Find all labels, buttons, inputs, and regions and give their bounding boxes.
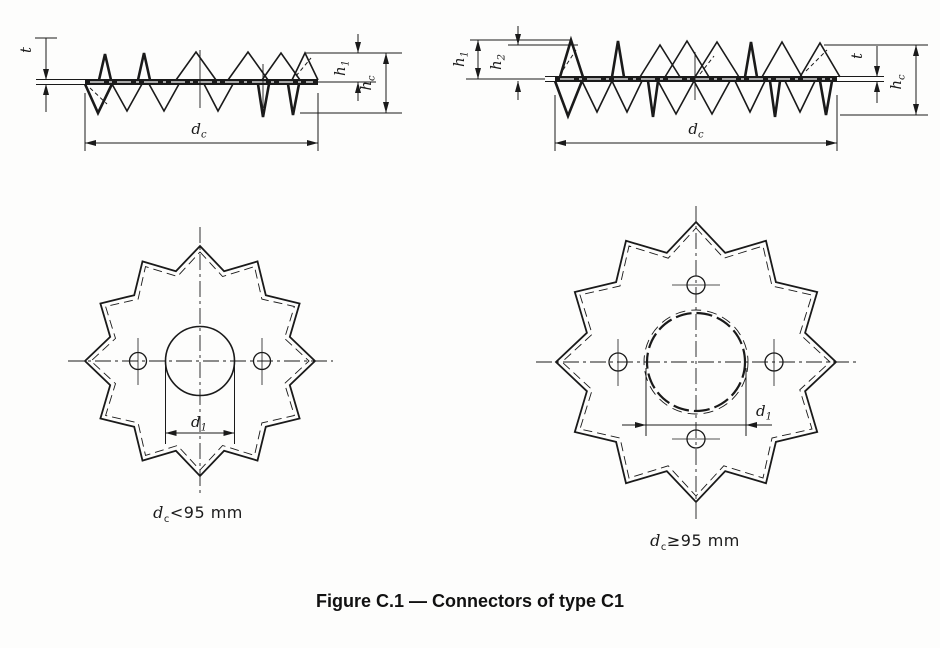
- small-caption-subscript: c: [163, 514, 170, 526]
- plan-view-small-connector: d1: [68, 227, 333, 497]
- dim-label-hc-right-view: hc: [887, 74, 908, 90]
- dim-label-h1-right-view: h1: [450, 51, 471, 67]
- dim-label-h1-left-view: h1: [331, 60, 352, 76]
- small-caption-condition: <95 mm: [169, 503, 243, 522]
- large-caption-subscript: c: [660, 542, 667, 554]
- small-caption-symbol: d: [153, 503, 164, 522]
- large-caption-symbol: d: [650, 531, 661, 550]
- dim-label-d1-right-view: d1: [756, 402, 772, 423]
- side-view-large-connector: h1 h2 t hc dc: [450, 26, 928, 151]
- dim-label-d1-left-view: d1: [191, 413, 207, 434]
- side-view-small-connector: t h1 hc dc: [17, 34, 402, 151]
- small-connector-caption: dc<95 mm: [108, 503, 288, 526]
- large-caption-condition: ≥95 mm: [666, 531, 740, 550]
- plan-view-large-connector: d1: [536, 206, 856, 519]
- figure-caption: Figure C.1 — Connectors of type C1: [315, 591, 625, 611]
- dim-label-dc-right-view: dc: [688, 120, 704, 141]
- dim-label-t-left: t: [17, 46, 35, 53]
- dim-label-hc-left-view: hc: [357, 75, 378, 91]
- dim-label-dc-left-view: dc: [191, 120, 207, 141]
- dim-label-t-right: t: [848, 52, 866, 59]
- dim-label-h2-right-view: h2: [487, 54, 508, 70]
- large-connector-caption: dc≥95 mm: [605, 531, 785, 554]
